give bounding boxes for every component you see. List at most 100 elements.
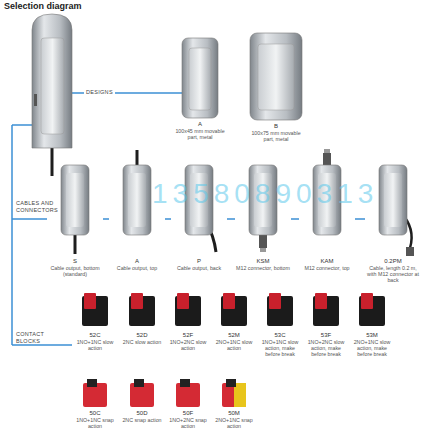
product-option: 52M2NO+1NC slow action [212,290,256,378]
option-description: 1NO+2NC snap action [166,417,210,429]
option-code: KSM [256,258,269,265]
contact-plunger [269,293,281,309]
option-code: P [197,258,201,265]
cable-variants [61,149,414,256]
option-code: 52F [183,332,193,339]
option-description: 100x45 mm movable part, metal [170,128,230,140]
hinge-body [61,165,89,235]
watermark: 13580890313 [152,178,378,210]
option-description: 100x75 mm movable part, metal [246,130,306,142]
contact-plunger [223,293,235,309]
option-code: 52C [89,332,100,339]
m12-connector [324,149,330,153]
contact-plunger [177,293,189,309]
product-option: 50F1NO+2NC snap action [166,378,210,428]
option-code: KAM [320,258,333,265]
product-option: 52D2NC slow action [120,290,164,378]
connector-group [103,219,109,220]
option-code: 53F [321,332,331,339]
hinge-body [185,165,213,235]
product-option: 52F1NO+2NC slow action [166,290,210,378]
product-option: 0.2PMCable, length 0.2 m, with M12 conne… [365,148,421,290]
option-code: 52D [136,332,147,339]
product-option: KAMM12 connector, top [299,148,355,290]
contact-plunger [134,379,144,387]
branch-line [12,124,32,126]
connector-line [227,218,235,220]
hinge-body [379,165,407,235]
hinge-panel [190,173,208,227]
option-description: 2NO+1NC snap action [212,417,256,429]
option-description: Cable output, bottom (standard) [47,265,103,277]
product-option: 50C1NO+1NC snap action [73,378,117,428]
option-code: 0.2PM [384,258,401,265]
contact-blocks-slow [82,293,385,326]
option-description: 2NO+1NC slow action [212,339,256,351]
m12-connector [406,247,414,256]
option-description: 1NO+2NC slow action, make before break [304,339,348,357]
m12-connector [260,248,266,252]
hinge-panel [318,173,336,227]
product-option: B100x75 mm movable part, metal [246,30,306,134]
contact-plunger [180,379,190,387]
option-code: 53M [366,332,378,339]
option-code: 50M [228,410,240,417]
logo-mark [34,94,37,106]
hinge-body [123,165,151,235]
option-description: M12 connector, bottom [236,265,290,271]
product-option: 53C1NO+1NC slow action, make before brea… [258,290,302,378]
hinge-body [250,33,302,120]
option-description: 2NC slow action [123,339,161,345]
product-option: KSMM12 connector, bottom [235,148,291,290]
option-description: Cable output, top [117,265,157,271]
hinge-body [313,165,341,235]
main-hinge-switch [32,14,72,176]
product-option: ACable output, top [109,148,165,290]
hinge-panel [128,173,146,227]
group-label: CABLES AND CONNECTORS [16,200,58,213]
option-description: Cable output, back [177,265,221,271]
option-description: 1NO+1NC slow action [73,339,117,351]
branch-line [12,344,72,346]
cable [74,233,77,254]
branch-line [12,218,47,220]
product-option: 53F1NO+2NC slow action, make before brea… [304,290,348,378]
option-description: 2NC snap action [122,417,161,423]
design-a [182,38,218,118]
contact-plunger [87,379,97,387]
connector-group [355,219,365,220]
contact-plunger [84,293,96,309]
option-code: A [198,121,202,128]
group-label: CONTACT BLOCKS [16,331,58,344]
contact-plunger [315,293,327,309]
connector-line [165,218,171,220]
hinge-panel [41,38,64,134]
option-code: 50D [136,410,147,417]
hinge-panel [254,173,272,227]
hinge-panel [258,44,294,110]
connector-line [103,218,109,220]
trunk-line [11,125,13,345]
connector-line [355,218,365,220]
hinge-panel [66,173,84,227]
option-code: 50F [183,410,193,417]
connector-group [165,219,171,220]
product-option: PCable output, back [171,148,227,290]
contact-plunger [361,293,373,309]
option-code: B [274,123,278,130]
connector-group [291,219,299,220]
product-option: A100x45 mm movable part, metal [170,34,230,134]
option-code: S [73,258,77,265]
hinge-body [32,14,72,148]
product-option: 53M2NO+1NC slow action, make before brea… [350,290,394,378]
hinge-panel [384,173,402,227]
option-description: M12 connector, top [304,265,349,271]
design-b [250,33,302,120]
diagram-title: Selection diagram [4,1,82,11]
option-description: 2NO+1NC slow action, make before break [350,339,394,357]
connector-group [227,219,235,220]
hinge-body [249,165,277,235]
option-code: 53C [274,332,285,339]
